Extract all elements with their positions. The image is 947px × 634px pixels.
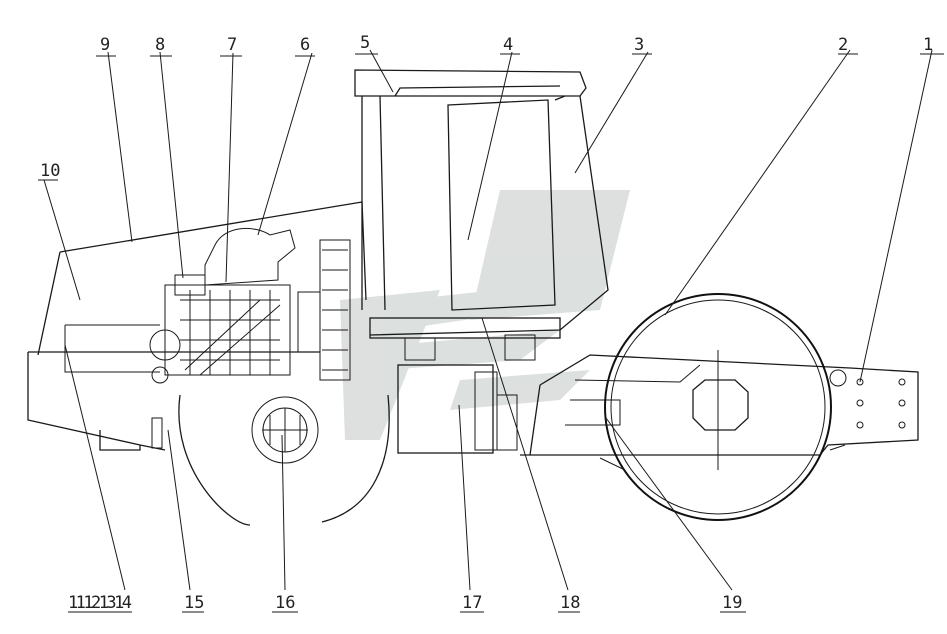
- callout-7: 7: [227, 35, 237, 55]
- callout-8: 8: [155, 35, 165, 55]
- callout-labels: 1 2 3 4 5 6 7 8 9 10 11121314 15 16 17 1…: [40, 33, 933, 613]
- callout-9: 9: [100, 35, 110, 55]
- callout-6: 6: [300, 35, 310, 55]
- leader-lines: [38, 49, 944, 613]
- callout-17: 17: [462, 593, 482, 613]
- callout-18: 18: [560, 593, 580, 613]
- callout-16: 16: [275, 593, 295, 613]
- callout-4: 4: [503, 35, 513, 55]
- callout-11-14: 11121314: [68, 593, 132, 613]
- callout-3: 3: [634, 35, 644, 55]
- callout-19: 19: [722, 593, 742, 613]
- callout-2: 2: [838, 35, 848, 55]
- callout-1: 1: [923, 35, 933, 55]
- bracket-bolts: [829, 369, 906, 429]
- callout-15: 15: [184, 593, 204, 613]
- callout-10: 10: [40, 161, 60, 181]
- machine-outline: [27, 69, 919, 526]
- callout-5: 5: [360, 33, 370, 53]
